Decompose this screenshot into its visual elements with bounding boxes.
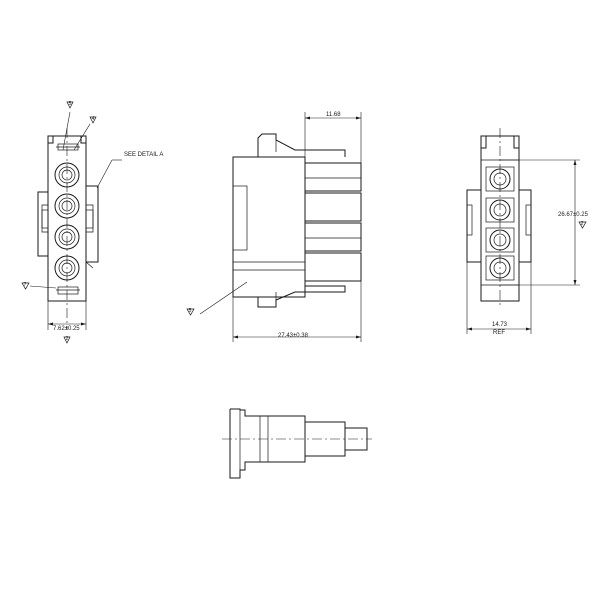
pitch-dimension <box>47 301 87 330</box>
rear-view <box>466 128 587 334</box>
see-detail-callout: SEE DETAIL A <box>124 152 164 158</box>
rear-left-wing <box>466 189 481 263</box>
side-view <box>186 112 362 342</box>
side-contact-1 <box>304 162 362 192</box>
height-dimension <box>500 159 580 286</box>
side-contact-2 <box>304 192 362 222</box>
rear-width-ref-label: REF <box>493 330 505 336</box>
rear-width-dimension-label: 14.73 <box>492 322 508 328</box>
height-dimension-label: 26.67±0.25 <box>558 212 588 218</box>
balloon-front-bottom: 2 <box>65 336 69 342</box>
pitch-dimension-label: 7.62±0.25 <box>53 326 80 332</box>
bottom-body-outline <box>229 408 306 479</box>
length-dimension-label: 27.43±0.38 <box>278 333 308 339</box>
balloon-left: 7 <box>23 282 27 288</box>
front-bottom-latch <box>57 286 79 295</box>
side-contact-4 <box>304 252 362 282</box>
bottom-view <box>222 408 372 479</box>
side-body-outline <box>232 156 306 298</box>
balloon-top-b: 4 <box>91 116 95 122</box>
balloon-side: 5 <box>188 308 192 314</box>
front-left-wing <box>37 191 48 257</box>
length-dimension <box>232 281 362 342</box>
width-top-dimension-label: 11.68 <box>326 112 341 118</box>
side-lower-latch <box>257 285 346 308</box>
rear-width-dimension <box>466 262 532 334</box>
side-contact-3 <box>304 222 362 252</box>
balloon-top-a: 5 <box>68 101 72 107</box>
front-view <box>21 101 122 344</box>
front-right-wing <box>86 185 99 263</box>
width-top-dimension <box>304 112 362 163</box>
side-upper-latch <box>257 133 346 157</box>
rear-right-wing <box>519 189 532 263</box>
balloon-rear: 2 <box>580 221 584 227</box>
